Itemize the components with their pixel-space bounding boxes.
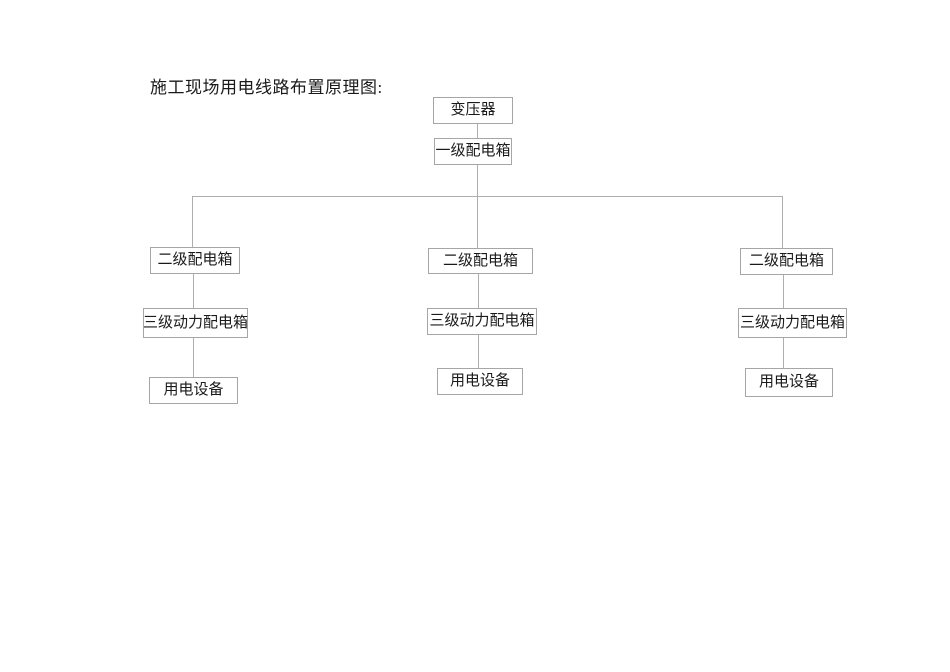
page-title: 施工现场用电线路布置原理图:: [150, 78, 383, 97]
node-primary-distribution-box: 一级配电箱: [434, 138, 512, 165]
node-electric-equipment-middle: 用电设备: [437, 368, 523, 395]
node-tertiary-power-box-middle: 三级动力配电箱: [427, 308, 537, 335]
node-secondary-distribution-box-middle: 二级配电箱: [428, 248, 533, 274]
node-tertiary-power-box-right: 三级动力配电箱: [738, 308, 847, 338]
node-secondary-distribution-box-left: 二级配电箱: [150, 247, 240, 274]
node-electric-equipment-left: 用电设备: [149, 377, 238, 404]
node-secondary-distribution-box-right: 二级配电箱: [740, 248, 833, 275]
node-tertiary-power-box-left: 三级动力配电箱: [143, 308, 248, 338]
node-electric-equipment-right: 用电设备: [745, 368, 833, 397]
node-transformer: 变压器: [433, 97, 513, 124]
